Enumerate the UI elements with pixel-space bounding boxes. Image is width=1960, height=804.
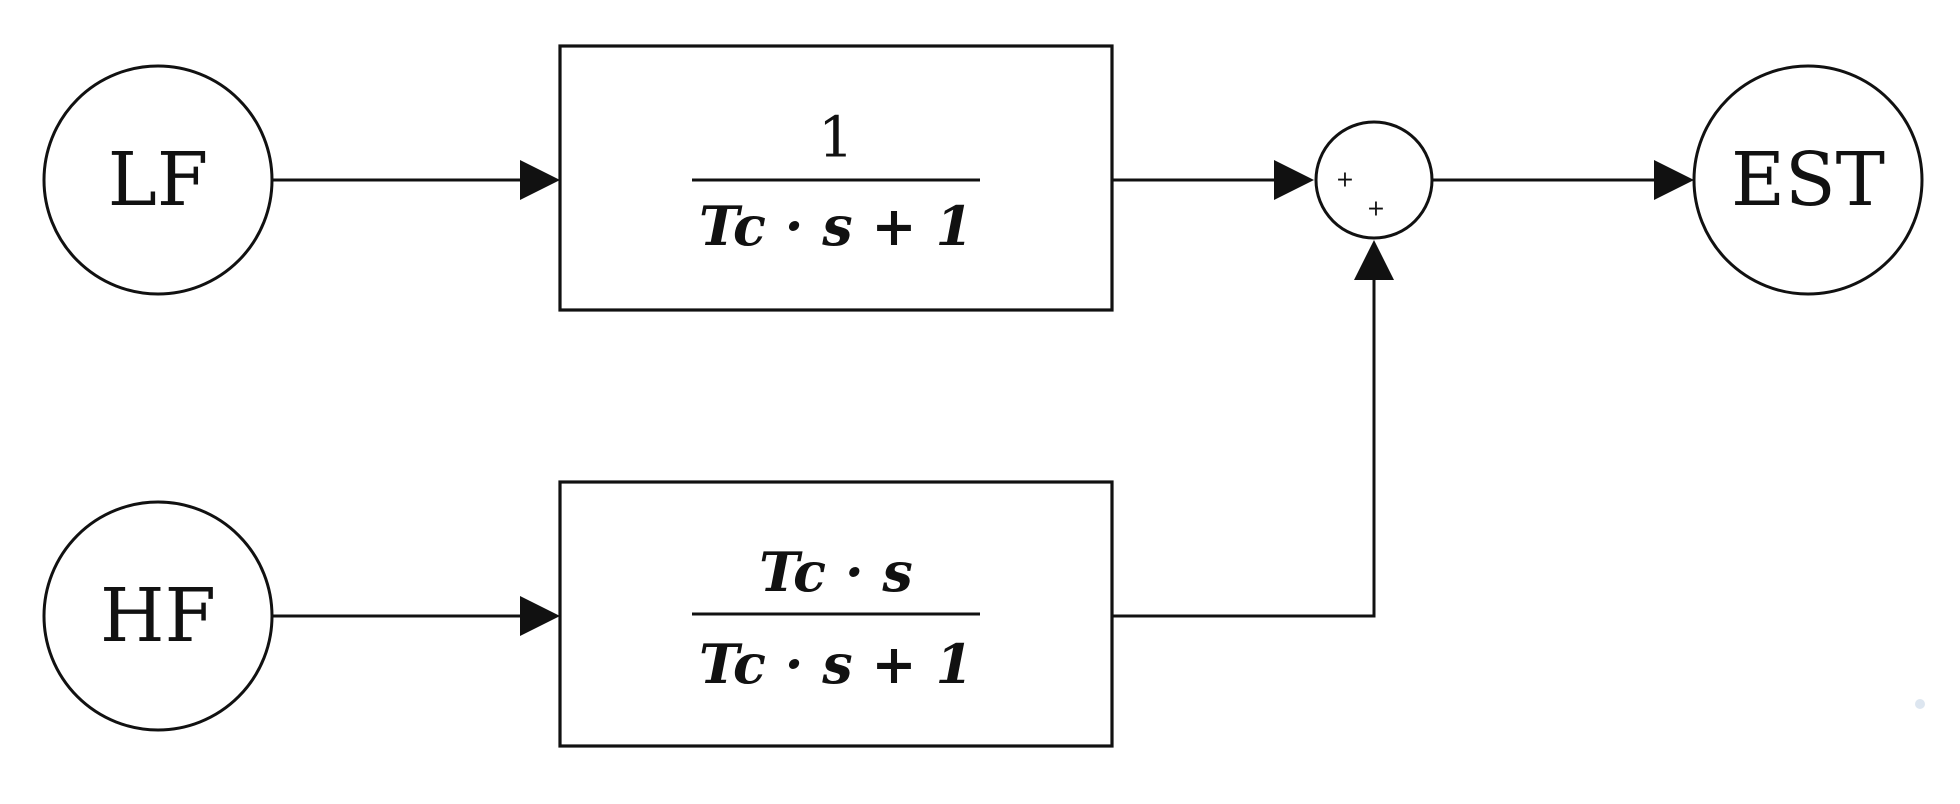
node-est-label: EST (1731, 137, 1885, 223)
connections (272, 160, 1694, 636)
high-pass-block: Tc · s Tc · s + 1 (558, 480, 1114, 748)
high-pass-numerator: Tc · s (759, 540, 913, 604)
summing-junction-circle (1314, 120, 1434, 240)
arrowhead-est-input (1654, 160, 1694, 200)
arrowhead-sum-bottom-input (1354, 240, 1394, 280)
summing-junction-sign-left: + (1336, 168, 1354, 193)
node-lf-circle (42, 64, 274, 296)
node-hf-circle (42, 500, 274, 732)
node-hf: HF (42, 500, 274, 732)
arrowhead-high-pass-input (520, 596, 560, 636)
faint-speck (1915, 699, 1925, 709)
node-lf: LF (42, 64, 274, 296)
node-hf-label: HF (100, 573, 216, 659)
node-est: EST (1692, 64, 1924, 296)
low-pass-numerator: 1 (818, 106, 854, 171)
node-lf-label: LF (108, 137, 209, 223)
node-est-circle (1692, 64, 1924, 296)
high-pass-denominator: Tc · s + 1 (699, 632, 973, 696)
low-pass-block-frame (558, 44, 1114, 312)
summing-junction: + + (1314, 120, 1434, 240)
low-pass-block: 1 Tc · s + 1 (558, 44, 1114, 312)
low-pass-denominator: Tc · s + 1 (699, 194, 973, 258)
summing-junction-sign-bottom: + (1367, 197, 1385, 222)
wire-high-pass-to-sum (1112, 276, 1376, 618)
arrowhead-low-pass-input (520, 160, 560, 200)
arrowhead-sum-left-input (1274, 160, 1314, 200)
